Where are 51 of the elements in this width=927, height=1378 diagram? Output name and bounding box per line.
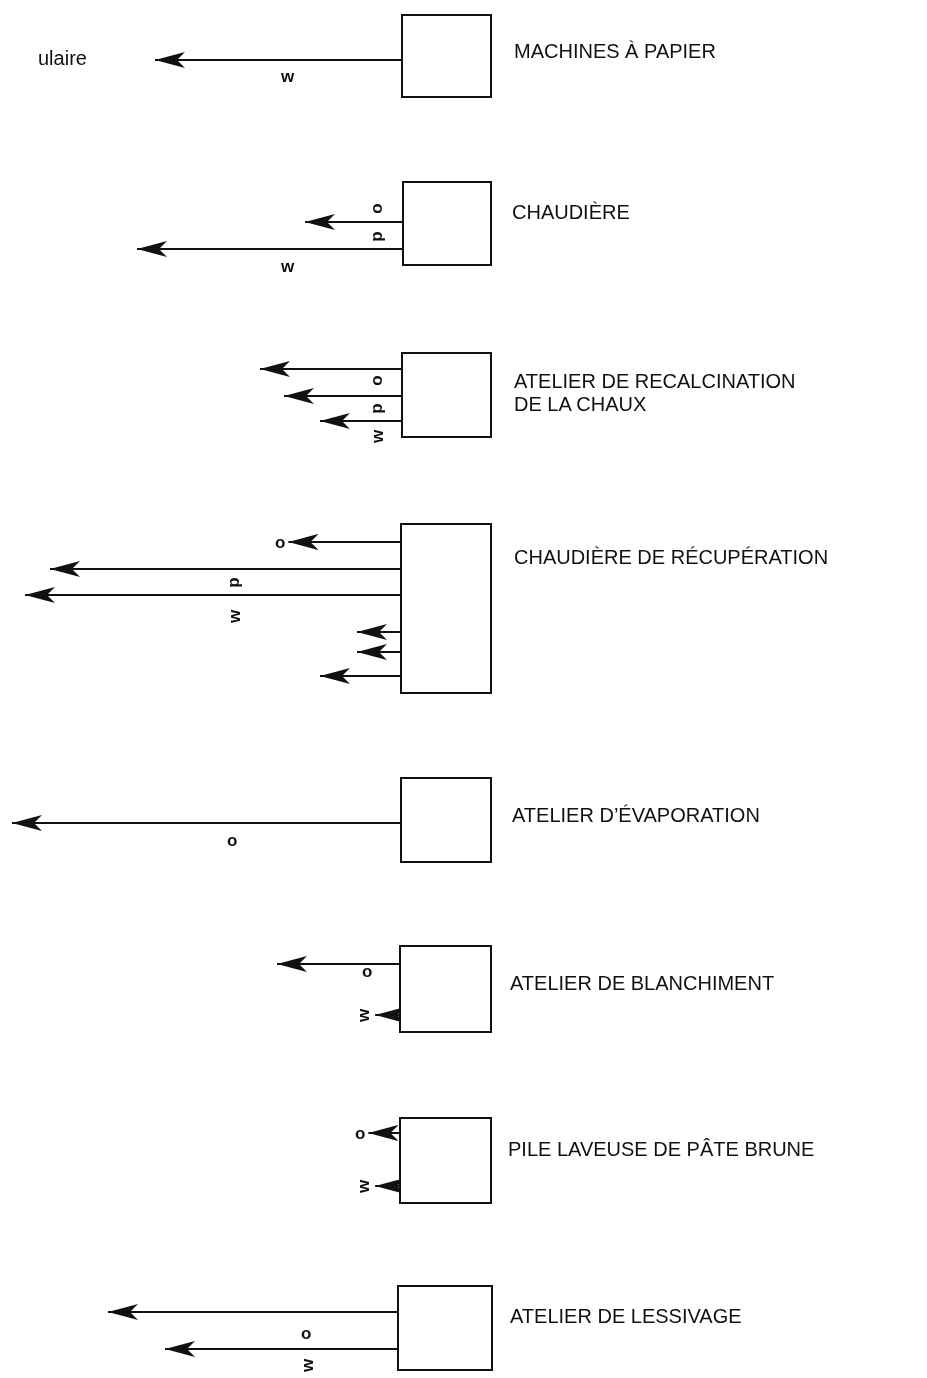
emission-letter: o — [367, 375, 385, 386]
emission-letter: o — [367, 203, 385, 214]
unit-label: ATELIER DE LESSIVAGE — [510, 1305, 743, 1328]
emission-letter: w — [299, 1358, 317, 1373]
emission-letter: w — [226, 609, 244, 624]
arrow — [356, 644, 401, 660]
process-box — [397, 1285, 493, 1371]
unit-label: PILE LAVEUSE DE PÂTE BRUNE — [508, 1138, 816, 1161]
emission-letter: p — [367, 231, 385, 242]
arrow — [136, 241, 403, 257]
unit-label: ATELIER D’ÉVAPORATION — [512, 804, 761, 827]
arrow — [49, 561, 401, 577]
unit-label: CHAUDIÈRE — [512, 201, 631, 224]
emission-letter: o — [227, 832, 238, 849]
arrow — [164, 1341, 398, 1357]
caption-fragment: ulaire — [38, 50, 87, 67]
arrow — [319, 413, 402, 429]
emission-letter: p — [224, 577, 242, 588]
emission-letter: o — [355, 1125, 366, 1142]
emission-letter: o — [275, 534, 286, 551]
arrow — [283, 388, 402, 404]
arrow — [154, 52, 402, 68]
emission-letter: o — [362, 963, 373, 980]
arrow — [259, 361, 402, 377]
emission-letter: w — [355, 1179, 373, 1194]
unit-label: MACHINES À PAPIER — [514, 40, 717, 63]
arrow — [276, 956, 400, 972]
emission-letter: w — [281, 258, 295, 275]
unit-label: CHAUDIÈRE DE RÉCUPÉRATION — [514, 546, 830, 569]
process-box — [401, 352, 492, 438]
process-box — [402, 181, 492, 266]
emission-letter: p — [367, 403, 385, 414]
arrow — [24, 587, 401, 603]
emission-letter: o — [301, 1325, 312, 1342]
arrow — [287, 534, 401, 550]
arrow — [11, 815, 401, 831]
emission-letter: w — [355, 1008, 373, 1023]
process-box — [401, 14, 492, 98]
arrow — [356, 624, 401, 640]
process-box — [400, 523, 492, 694]
emission-letter: w — [281, 68, 295, 85]
arrow — [367, 1125, 400, 1141]
arrow — [319, 668, 401, 684]
process-box — [400, 777, 492, 863]
arrow — [107, 1304, 398, 1320]
unit-label: ATELIER DE RECALCINATION DE LA CHAUX — [514, 370, 797, 416]
process-box — [399, 945, 492, 1033]
unit-label: ATELIER DE BLANCHIMENT — [510, 972, 776, 995]
emission-letter: w — [369, 429, 387, 444]
arrow — [304, 214, 403, 230]
process-box — [399, 1117, 492, 1204]
